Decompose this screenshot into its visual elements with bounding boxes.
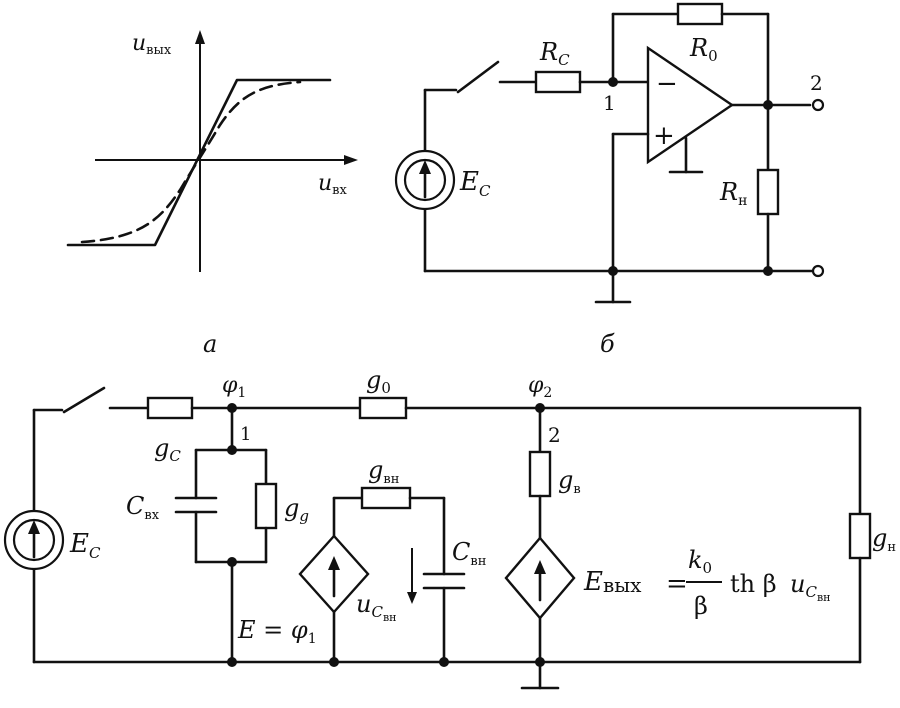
u-c-vn-label: uCвн	[356, 590, 396, 624]
y-axis-arrow	[195, 30, 205, 44]
source-arrow-head	[534, 560, 546, 574]
caption-b: б	[600, 330, 615, 358]
source-arrow-head	[328, 556, 340, 570]
resistor-rn	[756, 168, 780, 216]
resistor-rn-label: Rн	[719, 178, 747, 209]
x-axis-arrow	[344, 155, 358, 165]
equation-beta-denominator: β	[694, 592, 708, 620]
y-axis-label: uвых	[132, 31, 172, 58]
evyx-label: Eвых	[583, 567, 642, 597]
junction	[439, 657, 449, 667]
node-1-label-c: 1	[240, 424, 251, 445]
x-axis-label: uвх	[318, 171, 347, 198]
source-ec-label: EC	[459, 167, 491, 200]
figure-c-equivalent-circuit: gC g0 EC φ1 1 Cвх gg E =	[3, 366, 896, 690]
conductance-gn	[848, 512, 872, 560]
figure-a-transfer-characteristic: uвых uвх а	[66, 30, 358, 358]
conductance-gn-label: gн	[872, 524, 896, 555]
conductance-gc	[146, 396, 194, 420]
caption-a: а	[203, 330, 217, 358]
conductance-gg	[254, 482, 278, 530]
e-equals-phi-label: E = φ1	[237, 616, 317, 647]
ideal-characteristic-line	[66, 78, 332, 247]
conductance-gg-label: gg	[284, 494, 309, 525]
source-ec2-label: EC	[69, 529, 101, 562]
resistor-rc-label: RC	[539, 38, 570, 69]
switch-blade	[456, 60, 500, 94]
junction	[227, 657, 237, 667]
junction	[329, 657, 339, 667]
capacitor-cvn-label: Cвн	[452, 538, 486, 569]
conductance-gc-label: gC	[154, 434, 181, 465]
source-arrow-head	[419, 160, 431, 174]
node-2-label-c: 2	[548, 423, 561, 447]
resistor-rc	[534, 70, 582, 94]
conductance-gv-label: gв	[558, 466, 581, 497]
junction	[608, 266, 618, 276]
figure-b-opamp-circuit: EC RC 1 R0 − + 2 Rн	[394, 2, 825, 358]
node-1-label: 1	[603, 91, 616, 115]
conductance-gvn	[360, 486, 412, 510]
voltage-arrow-head	[407, 592, 417, 604]
equation-u-tail: uCвн	[790, 570, 830, 604]
opamp-triangle	[646, 45, 735, 165]
switch-blade	[62, 386, 106, 414]
equation-equals: =	[666, 569, 688, 599]
tanh-characteristic-curve	[80, 80, 302, 244]
phi2-label: φ2	[528, 373, 552, 401]
equation-k0: k0	[688, 546, 712, 577]
conductance-g0-label: g0	[366, 366, 391, 397]
capacitor-cvx-label: Cвх	[126, 492, 160, 523]
ground-terminal	[811, 264, 825, 278]
opamp-plus: +	[653, 121, 675, 151]
conductance-gvn-label: gвн	[368, 456, 399, 487]
node-2-label: 2	[810, 71, 823, 95]
equation-th-beta: th β	[730, 570, 777, 598]
junction	[763, 266, 773, 276]
phi1-label: φ1	[222, 373, 246, 401]
conductance-g0	[358, 396, 408, 420]
conductance-gv	[528, 450, 552, 498]
resistor-r0-label: R0	[689, 34, 718, 65]
resistor-r0	[676, 2, 724, 26]
source-arrow-head	[28, 520, 40, 534]
output-terminal-2	[811, 98, 825, 112]
opamp-minus: −	[656, 69, 678, 99]
